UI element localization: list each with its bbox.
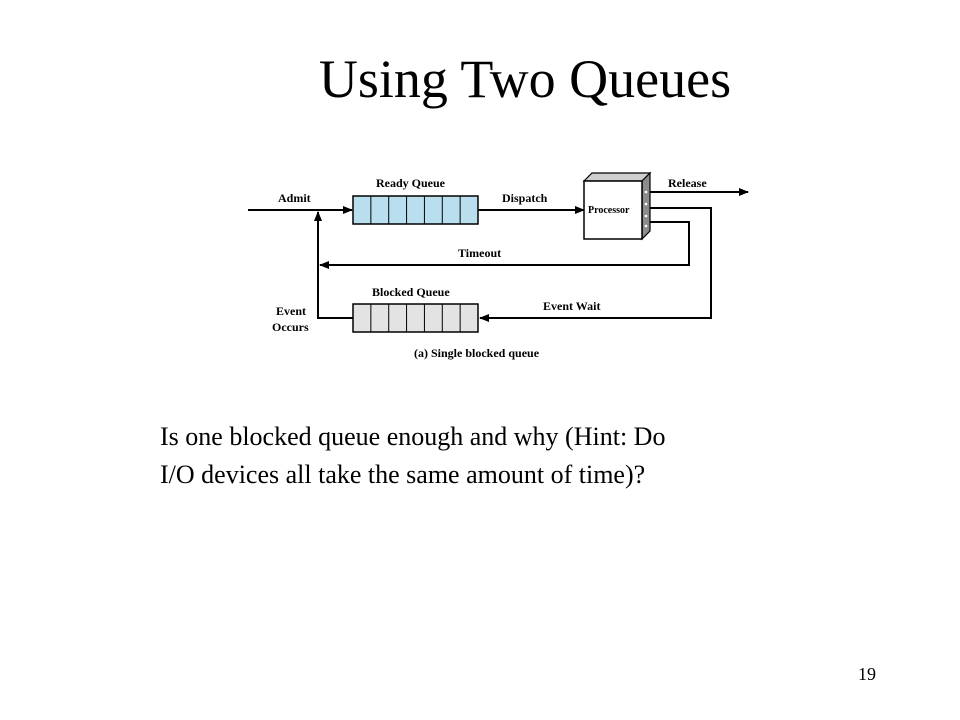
timeout-arrow — [319, 221, 690, 269]
release-label: Release — [668, 176, 707, 190]
question-text: Is one blocked queue enough and why (Hin… — [160, 418, 860, 494]
question-line-2: I/O devices all take the same amount of … — [160, 460, 646, 489]
page-number: 19 — [858, 664, 876, 684]
dispatch-label: Dispatch — [502, 191, 548, 205]
admit-label: Admit — [278, 191, 311, 205]
event-wait-label: Event Wait — [543, 299, 600, 313]
diagram-caption: (a) Single blocked queue — [414, 346, 540, 360]
question-line-1: Is one blocked queue enough and why (Hin… — [160, 422, 666, 451]
event-wait-arrow — [479, 207, 712, 322]
event-occurs-arrow — [314, 211, 353, 319]
timeout-label: Timeout — [458, 246, 501, 260]
event-occurs-label: Event Occurs — [272, 304, 309, 334]
blocked-queue — [352, 303, 479, 333]
slide-title: Using Two Queues — [318, 49, 732, 109]
ready-queue-label: Ready Queue — [376, 176, 446, 190]
processor-box — [582, 171, 652, 241]
ready-queue — [352, 195, 479, 225]
blocked-queue-label: Blocked Queue — [372, 285, 450, 299]
processor-label: Processor — [588, 205, 630, 216]
